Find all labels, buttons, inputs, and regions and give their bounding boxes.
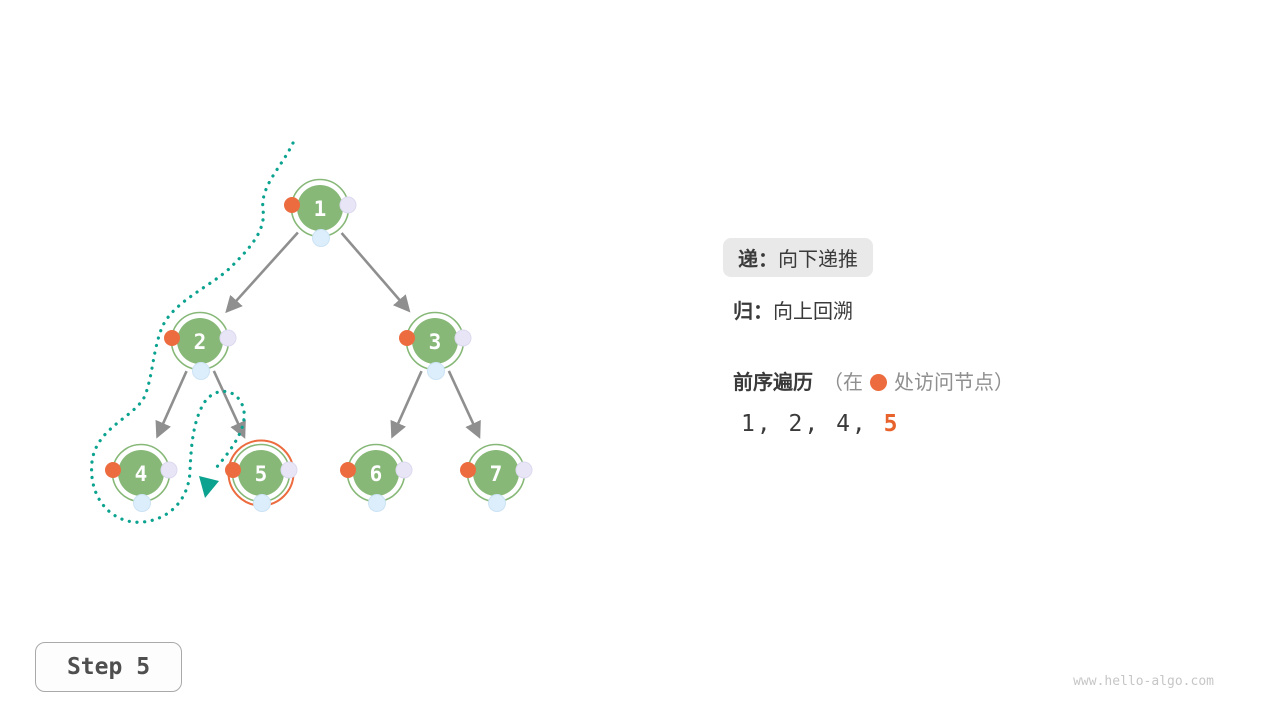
traversal-sequence: 1, 2, 4, 5: [741, 411, 899, 437]
node-value: 7: [490, 462, 503, 486]
node-circle: [238, 450, 284, 496]
preorder-visit-dot: [225, 462, 241, 478]
postorder-visit-dot: [368, 494, 386, 512]
tree-node-1: 1: [284, 178, 357, 247]
inorder-visit-dot: [454, 329, 472, 347]
postorder-visit-dot: [312, 229, 330, 247]
node-value: 4: [135, 462, 148, 486]
node-value: 3: [429, 330, 442, 354]
inorder-visit-dot: [515, 461, 533, 479]
tree-edge-2-5: [212, 370, 246, 439]
preorder-visit-dot: [105, 462, 121, 478]
traversal-note-prefix: （在: [823, 370, 863, 394]
traversal-trace-path: [90, 141, 295, 524]
preorder-visit-dot: [399, 330, 415, 346]
recurse-label: 递：: [738, 247, 778, 271]
tree-node-3: 3: [399, 311, 472, 380]
watermark: www.hello-algo.com: [1073, 674, 1214, 689]
node-value: 2: [194, 330, 207, 354]
traversal-title: 前序遍历: [733, 370, 813, 394]
node-circle: [353, 450, 399, 496]
legend-return-line: 归：向上回溯: [733, 295, 853, 324]
postorder-visit-dot: [488, 494, 506, 512]
tree-node-2: 2: [164, 311, 237, 380]
preorder-visit-dot: [460, 462, 476, 478]
step-badge: Step 5: [35, 642, 182, 692]
tree-edge-2-4: [155, 370, 188, 439]
node-value: 5: [255, 462, 268, 486]
visit-marker-icon: [870, 374, 887, 391]
tree-node-7: 7: [460, 443, 533, 512]
node-value: 1: [314, 197, 327, 221]
return-text: 向上回溯: [773, 299, 853, 323]
inorder-visit-dot: [339, 196, 357, 214]
postorder-visit-dot: [427, 362, 445, 380]
node-circle: [473, 450, 519, 496]
inorder-visit-dot: [160, 461, 178, 479]
tree-edge-1-3: [340, 232, 411, 313]
node-circle: [177, 318, 223, 364]
return-label: 归：: [733, 299, 773, 323]
preorder-visit-dot: [340, 462, 356, 478]
tree-edge-3-6: [390, 370, 423, 439]
tree-edge-1-2: [225, 231, 299, 314]
node-value: 6: [370, 462, 383, 486]
node-circle: [297, 185, 343, 231]
inorder-visit-dot: [395, 461, 413, 479]
binary-tree-diagram: 1 2 3 4 5 6 7: [90, 141, 533, 524]
recurse-text: 向下递推: [778, 247, 858, 271]
inorder-visit-dot: [219, 329, 237, 347]
traversal-cursor-arrow: [199, 476, 219, 498]
postorder-visit-dot: [192, 362, 210, 380]
inorder-visit-dot: [280, 461, 298, 479]
traversal-note-suffix: 处访问节点）: [894, 370, 1014, 394]
tree-edge-3-7: [447, 370, 481, 439]
preorder-visit-dot: [284, 197, 300, 213]
preorder-visit-dot: [164, 330, 180, 346]
sequence-visited: 1, 2, 4,: [741, 411, 884, 437]
node-circle: [118, 450, 164, 496]
tree-node-6: 6: [340, 443, 413, 512]
sequence-current: 5: [883, 411, 900, 437]
tree-node-5: 5: [225, 439, 298, 512]
legend-recurse-chip: 递：向下递推: [723, 238, 873, 277]
legend-traversal-line: 前序遍历 （在 处访问节点）: [733, 366, 1014, 395]
node-circle: [412, 318, 458, 364]
tree-node-4: 4: [105, 443, 178, 512]
postorder-visit-dot: [253, 494, 271, 512]
postorder-visit-dot: [133, 494, 151, 512]
